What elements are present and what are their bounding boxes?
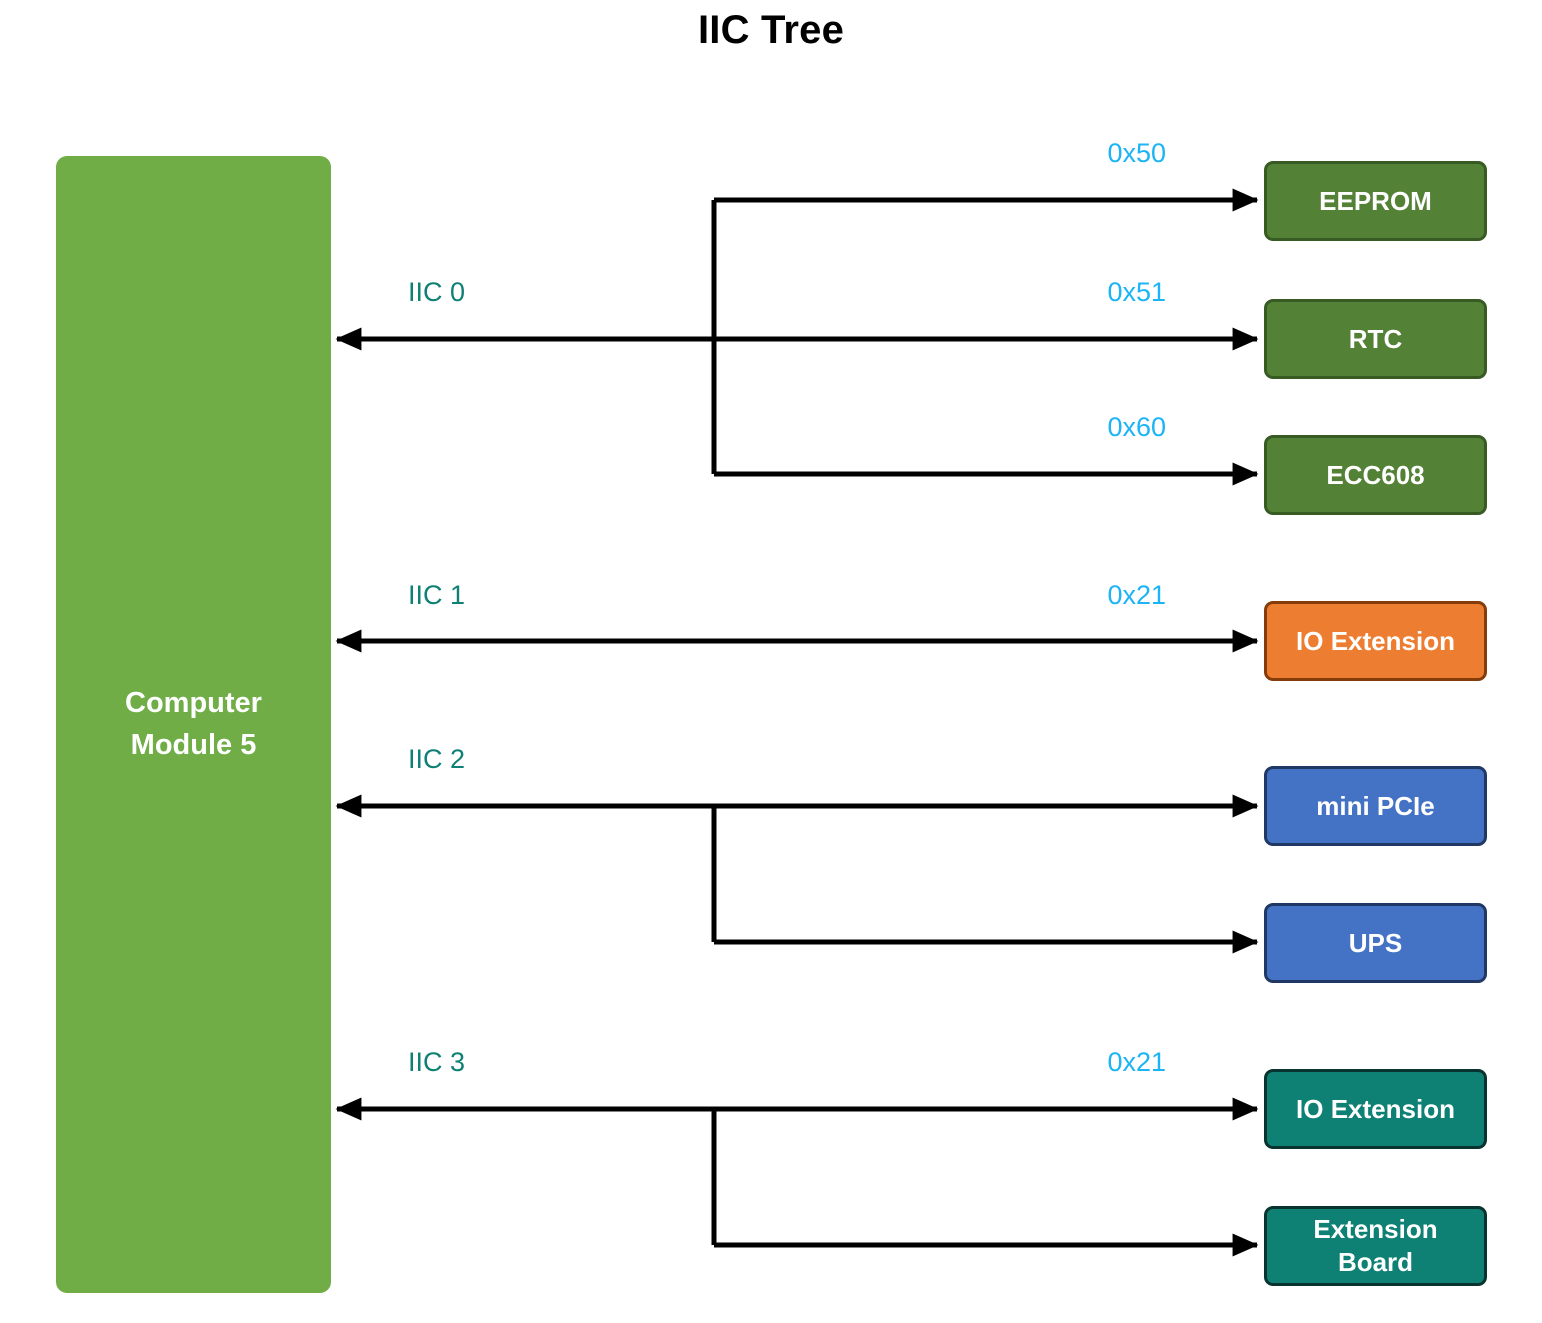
bus-label-iic3: IIC 3	[408, 1047, 466, 1077]
node-io-extension-1-label: IO Extension	[1296, 625, 1455, 656]
node-eeprom-label: EEPROM	[1319, 185, 1432, 216]
node-ups[interactable]: UPS	[1264, 903, 1487, 983]
node-mini-pcie-label: mini PCIe	[1316, 790, 1435, 821]
host-block-computer-module-5[interactable]: Computer Module 5	[56, 156, 331, 1293]
address-label-ecc608: 0x60	[1107, 412, 1166, 442]
bus-label-iic0: IIC 0	[408, 277, 466, 307]
node-extension-board[interactable]: Extension Board	[1264, 1206, 1487, 1286]
node-io-extension-2-label: IO Extension	[1296, 1093, 1455, 1124]
address-label-io-extension-2: 0x21	[1107, 1047, 1166, 1077]
node-rtc[interactable]: RTC	[1264, 299, 1487, 379]
node-extension-board-label: Extension Board	[1313, 1214, 1438, 1277]
node-mini-pcie[interactable]: mini PCIe	[1264, 766, 1487, 846]
node-eeprom[interactable]: EEPROM	[1264, 161, 1487, 241]
bus-label-iic1: IIC 1	[408, 580, 466, 610]
address-label-eeprom: 0x50	[1107, 138, 1166, 168]
node-ups-label: UPS	[1348, 927, 1403, 958]
bus-label-iic2: IIC 2	[408, 744, 466, 774]
node-io-extension-2[interactable]: IO Extension	[1264, 1069, 1487, 1149]
node-rtc-label: RTC	[1348, 323, 1403, 354]
node-io-extension-1[interactable]: IO Extension	[1264, 601, 1487, 681]
node-ecc608-label: ECC608	[1326, 459, 1425, 490]
page-title: IIC Tree	[697, 8, 845, 52]
address-label-io-extension-1: 0x21	[1107, 580, 1166, 610]
node-ecc608[interactable]: ECC608	[1264, 435, 1487, 515]
address-label-rtc: 0x51	[1107, 277, 1166, 307]
host-block-label: Computer Module 5	[125, 687, 262, 761]
